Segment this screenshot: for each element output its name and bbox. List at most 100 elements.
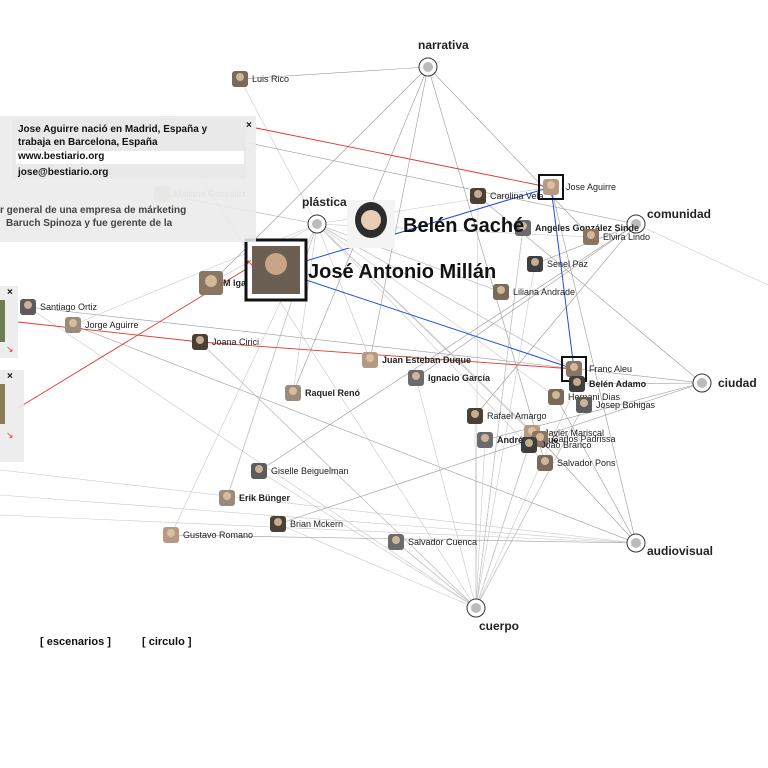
person-giselle-label: Giselle Beiguelman (271, 466, 349, 476)
featured-jose-antonio-millan[interactable]: ↖José Antonio Millán (244, 238, 496, 302)
side-panel-1-close-icon[interactable]: × (7, 287, 13, 298)
person-elvira-lindo[interactable]: Elvira Lindo (583, 229, 650, 245)
theme-narrativa[interactable]: narrativa (418, 38, 469, 77)
theme-cuerpo[interactable]: cuerpo (466, 598, 519, 633)
person-andres-duque-face (481, 434, 489, 442)
theme-audiovisual-dot (631, 538, 641, 548)
edge-giselle-comunidad (258, 223, 637, 472)
person-jose-aguirre[interactable]: Jose Aguirre (538, 174, 616, 200)
info-email[interactable]: jose@bestiario.org (18, 167, 109, 178)
theme-plastica-dot (312, 219, 322, 229)
person-ignacio-garcia[interactable]: Ignacio García (408, 370, 491, 386)
edge-salvador-pons-plastica (316, 223, 546, 464)
person-juan-esteban-face (366, 354, 374, 362)
person-m-delgado[interactable]: M lgado (199, 271, 257, 295)
blue-edge-1 (275, 186, 552, 271)
escenarios-link[interactable]: [ escenarios ] (40, 636, 111, 648)
edge-ignacio-garcia-comunidad (415, 223, 637, 379)
person-liliana-andrade-label: Liliana Andrade (513, 287, 575, 297)
person-josep-bohigas-face (580, 399, 588, 407)
person-franc-aleu-face (570, 363, 578, 371)
person-liliana-andrade[interactable]: Liliana Andrade (493, 284, 575, 300)
person-luis-rico[interactable]: Luis Rico (232, 71, 289, 87)
theme-ciudad[interactable]: ciudad (692, 373, 757, 393)
person-salvador-pons[interactable]: Salvador Pons (537, 455, 616, 471)
edge-rafael-amargo-cuerpo (474, 415, 477, 609)
person-josep-bohigas[interactable]: Josep Bohigas (576, 397, 656, 413)
theme-comunidad-label: comunidad (647, 207, 711, 221)
theme-narrativa-dot (423, 62, 433, 72)
person-liliana-andrade-face (497, 286, 505, 294)
person-brian-mckern[interactable]: Brian Mckern (270, 516, 343, 532)
person-carlos-padrissa-face (536, 433, 544, 441)
theme-comunidad[interactable]: comunidad (626, 207, 711, 234)
red-edge-2 (199, 341, 575, 370)
person-hernani-dias[interactable]: Hernani Dias (548, 389, 621, 405)
person-franc-aleu-label: Franc Aleu (589, 364, 632, 374)
theme-audiovisual[interactable]: audiovisual (626, 533, 713, 558)
side-panel-2-photo (0, 384, 5, 424)
edge-belen-adamo-cuerpo (475, 383, 578, 609)
person-luis-rico-label: Luis Rico (252, 74, 289, 84)
side-panel-2-close-icon[interactable]: × (7, 371, 13, 382)
featured-jose-antonio-millan-label: José Antonio Millán (308, 261, 496, 283)
person-senel-paz[interactable]: Senel Paz (527, 256, 589, 272)
person-raquel-reno-face (289, 387, 297, 395)
side-panel-1: × ↘ (0, 286, 18, 358)
person-rafael-amargo-face (471, 410, 479, 418)
featured-belen-gache[interactable]: Belén Gaché (347, 200, 524, 248)
edge-andres-duque-ciudad (484, 382, 703, 441)
person-jorge-aguirre[interactable]: Jorge Aguirre (65, 317, 139, 333)
edge-offscreen-1 (0, 494, 637, 544)
edge-jose-branco-cuerpo (475, 444, 530, 609)
person-belen-adamo[interactable]: Belén Adamo (569, 376, 647, 392)
person-gustavo-romano[interactable]: Gustavo Romano (163, 527, 253, 543)
theme-ciudad-label: ciudad (718, 376, 757, 390)
person-jose-branco[interactable]: Joao Branco (521, 437, 592, 453)
person-ignacio-garcia-label: Ignacio García (428, 373, 491, 383)
info-bio: Jose Aguirre nació en Madrid, España y t… (18, 124, 208, 148)
side-panel-2: × ↘ (0, 370, 24, 462)
person-juan-esteban[interactable]: Juan Esteban Duque (362, 352, 471, 368)
circulo-link[interactable]: [ circulo ] (142, 636, 192, 648)
edge-salvador-pons-narrativa (427, 66, 546, 464)
person-senel-paz-label: Senel Paz (547, 259, 589, 269)
person-raquel-reno[interactable]: Raquel Renó (285, 385, 361, 401)
edge-luis-rico-narrativa (239, 66, 429, 80)
theme-narrativa-label: narrativa (418, 38, 469, 52)
person-rafael-amargo-label: Rafael Amargo (487, 411, 547, 421)
theme-plastica[interactable]: plástica (302, 195, 347, 234)
edge-josep-bohigas-cuerpo (475, 404, 585, 609)
info-website-field[interactable]: www.bestiario.org (16, 151, 244, 164)
edge-jose-aguirre-audiovisual (550, 186, 637, 544)
person-rafael-amargo[interactable]: Rafael Amargo (467, 408, 547, 424)
person-javier-mariscal-label: Javier Mariscal (544, 428, 604, 438)
side-panel-1-photo (0, 300, 5, 342)
theme-plastica-label: plástica (302, 195, 347, 209)
person-erik-bunger[interactable]: Erik Bünger (219, 490, 291, 506)
info-desc-line-1: r general de una empresa de márketing (0, 205, 187, 216)
person-angeles-gonzalez[interactable]: Angeles González Sinde (515, 220, 639, 236)
side-panel-2-expand-icon[interactable]: ↘ (6, 430, 14, 440)
info-website[interactable]: www.bestiario.org (18, 151, 105, 162)
person-carolina-vela[interactable]: Carolina Vela (470, 188, 544, 204)
edge-offscreen-2 (0, 514, 637, 544)
person-joana-cirici[interactable]: Joana Cirici (192, 334, 259, 350)
person-jose-aguirre-face (547, 181, 555, 189)
person-raquel-reno-label: Raquel Renó (305, 388, 361, 398)
person-carlos-padrissa-label: Carlos Padrissa (552, 434, 616, 444)
red-edge-1 (17, 321, 201, 343)
person-salvador-cuenca-label: Salvador Cuenca (408, 537, 477, 547)
person-santiago-ortiz[interactable]: Santiago Ortiz (20, 299, 98, 315)
edge-elvira-lindo-narrativa (427, 66, 592, 238)
person-elvira-lindo-face (587, 231, 595, 239)
person-giselle[interactable]: Giselle Beiguelman (251, 463, 349, 479)
person-hernani-dias-face (552, 391, 560, 399)
person-brian-mckern-face (274, 518, 282, 526)
side-panel-1-expand-icon[interactable]: ↘ (6, 344, 14, 354)
person-salvador-cuenca[interactable]: Salvador Cuenca (388, 534, 477, 550)
person-carolina-vela-label: Carolina Vela (490, 191, 544, 201)
person-angeles-gonzalez-label: Angeles González Sinde (535, 223, 639, 233)
person-santiago-ortiz-face (24, 301, 32, 309)
info-close-icon[interactable]: × (246, 120, 252, 131)
